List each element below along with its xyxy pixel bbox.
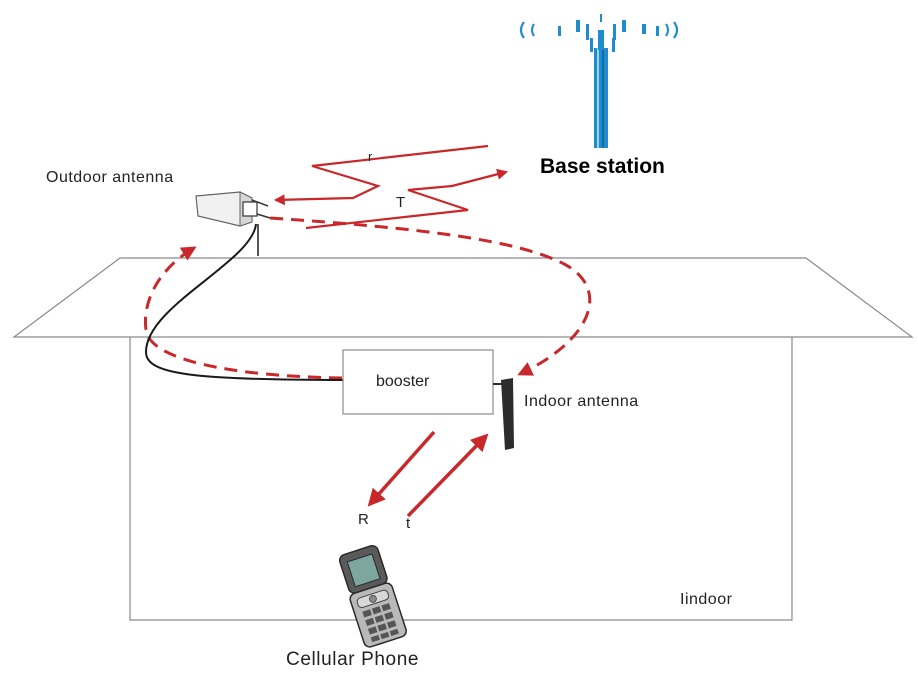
base-station-label: Base station (540, 155, 665, 178)
indoor-transmit-label: t (406, 515, 411, 532)
indoor-transmit-arrow (406, 433, 489, 518)
outdoor-receive-label: r (368, 149, 373, 164)
outdoor-antenna-label: Outdoor antenna (46, 169, 174, 186)
indoor-receive-label: R (358, 511, 369, 528)
panel-antenna-icon (195, 191, 271, 227)
booster-label: booster (376, 373, 430, 390)
indoor-antenna-label: Indoor antenna (524, 393, 639, 410)
outdoor-transmit-arrow (305, 168, 509, 230)
flip-phone-icon (338, 544, 407, 648)
outdoor-transmit-label: T (396, 194, 406, 211)
dashed-signal-loop-right (269, 216, 592, 376)
antenna-cable (144, 223, 346, 381)
outdoor-receive-arrow (273, 144, 489, 206)
roof-plane (12, 257, 914, 338)
booster-box (342, 349, 494, 415)
whip-antenna-icon (493, 378, 514, 450)
house-walls (129, 337, 793, 621)
cellular-phone-label: Cellular Phone (286, 649, 420, 670)
cell-tower-icon (519, 14, 679, 148)
indoor-label: Iindoor (680, 591, 733, 608)
indoor-receive-arrow (367, 430, 436, 507)
